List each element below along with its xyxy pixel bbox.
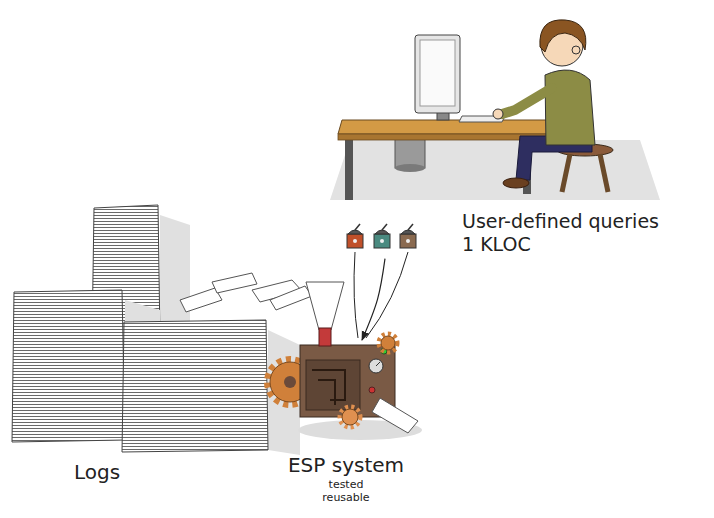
esp-system: ESP systemtested reusable [270,340,422,507]
query-arrow [362,259,385,340]
log-stacks [12,205,312,455]
esp-machine [268,282,422,440]
node-label: User-defined queries [462,210,712,233]
log-stack: Logs [37,455,157,487]
node-label: ESP system [270,453,422,477]
desk-scene [330,20,660,200]
query-group: User-defined queries1 KLOC [340,205,712,259]
node-note: 1 KLOC [462,233,712,256]
node-label: Logs [37,460,157,484]
node-note: tested reusable [316,479,376,504]
